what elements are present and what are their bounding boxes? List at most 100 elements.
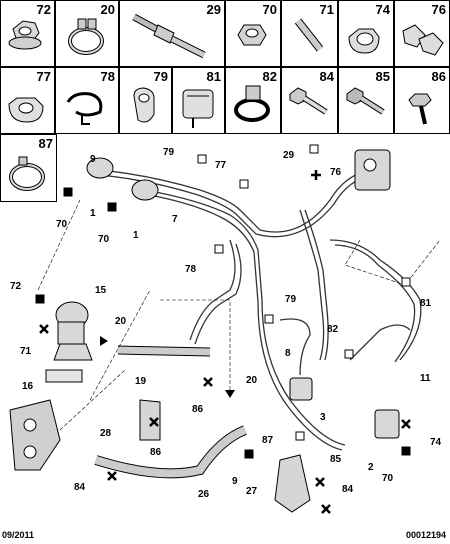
markers xyxy=(35,144,411,459)
callout-1b: 1 xyxy=(133,230,139,241)
footer-code: 00012194 xyxy=(405,530,446,540)
part-number: 72 xyxy=(36,2,51,17)
part-number: 85 xyxy=(375,69,390,84)
callout-79b: 79 xyxy=(285,294,297,305)
part-cell-77[interactable]: 77 xyxy=(0,67,55,134)
part-cell-29[interactable]: 29 xyxy=(119,0,225,67)
stud-bolt-icon xyxy=(132,13,206,59)
bolt-icon xyxy=(289,87,328,115)
part-number: 76 xyxy=(431,2,446,17)
callout-15: 15 xyxy=(95,285,107,296)
callout-8: 8 xyxy=(285,348,291,359)
callout-2: 2 xyxy=(368,462,374,473)
part-cell-85[interactable]: 85 xyxy=(338,67,394,134)
leader-lines xyxy=(37,199,441,431)
callout-labels: 29 76 79 77 9 70 1 70 1 7 78 72 15 71 20… xyxy=(10,147,442,500)
part-number: 77 xyxy=(36,69,51,84)
parts-grid: 72 20 29 70 71 xyxy=(0,0,450,202)
callout-86a: 86 xyxy=(192,404,204,415)
part-cell-81[interactable]: 81 xyxy=(172,67,225,134)
part-number: 70 xyxy=(262,2,277,17)
hose-clip-icon xyxy=(66,92,103,125)
part-cell-72[interactable]: 72 xyxy=(0,0,55,67)
part-cell-87[interactable]: 87 xyxy=(0,134,57,202)
part-number: 81 xyxy=(206,69,221,84)
part-cell-70[interactable]: 70 xyxy=(225,0,281,67)
exploded-diagram: 29 76 79 77 9 70 1 70 1 7 78 72 15 71 20… xyxy=(9,144,442,514)
callout-29: 29 xyxy=(283,150,295,161)
callout-74: 74 xyxy=(430,437,442,448)
solenoid-part-2 xyxy=(374,409,400,439)
band-clamp-icon xyxy=(234,85,270,122)
callout-16: 16 xyxy=(22,381,34,392)
callout-28: 28 xyxy=(100,428,112,439)
flange-bolt-icon xyxy=(346,87,385,115)
part-cell-86[interactable]: 86 xyxy=(394,67,450,134)
callout-20b: 20 xyxy=(246,375,258,386)
callout-86b: 86 xyxy=(150,447,162,458)
lower-pipe-part xyxy=(94,425,248,479)
cross-markers xyxy=(39,170,411,514)
nut-icon xyxy=(237,24,267,46)
part-cell-71[interactable]: 71 xyxy=(281,0,338,67)
part-cell-74[interactable]: 74 xyxy=(338,0,394,67)
part-number: 84 xyxy=(319,69,334,84)
pipe-clip-icon xyxy=(348,28,380,54)
callout-7: 7 xyxy=(172,214,178,225)
part-number: 86 xyxy=(431,69,446,84)
callout-9b: 9 xyxy=(232,476,238,487)
egr-valve-part xyxy=(45,301,93,383)
callout-78: 78 xyxy=(185,264,197,275)
threaded-stud-icon xyxy=(294,18,324,52)
callout-76: 76 xyxy=(330,167,342,178)
part-cell-20[interactable]: 20 xyxy=(55,0,119,67)
callout-70c: 70 xyxy=(382,473,394,484)
pipe-lines xyxy=(99,169,422,451)
part-number: 82 xyxy=(262,69,277,84)
callout-1a: 1 xyxy=(90,208,96,219)
part-cell-82[interactable]: 82 xyxy=(225,67,281,134)
footer: 09/2011 00012194 xyxy=(0,530,450,544)
part-cell-76[interactable]: 76 xyxy=(394,0,450,67)
callout-71: 71 xyxy=(20,346,32,357)
vacuum-valve-part-1 xyxy=(86,157,159,201)
callout-26: 26 xyxy=(198,489,210,500)
part-number: 20 xyxy=(100,2,115,17)
callout-70a: 70 xyxy=(56,219,68,230)
hose-clamp-icon xyxy=(68,18,104,55)
part-number: 79 xyxy=(153,69,168,84)
callout-19: 19 xyxy=(135,376,147,387)
callout-84a: 84 xyxy=(74,482,86,493)
solenoid-part-3 xyxy=(289,377,313,401)
part-cell-84[interactable]: 84 xyxy=(281,67,338,134)
part-number: 29 xyxy=(206,2,221,17)
callout-87: 87 xyxy=(262,435,274,446)
footer-date: 09/2011 xyxy=(2,530,35,540)
part-number: 74 xyxy=(375,2,390,17)
callout-85: 85 xyxy=(330,454,342,465)
callout-79: 79 xyxy=(163,147,175,158)
egr-pipe-part xyxy=(117,345,211,357)
callout-77: 77 xyxy=(215,160,227,171)
callout-27: 27 xyxy=(246,486,258,497)
part-number: 71 xyxy=(319,2,334,17)
bracket-part-27 xyxy=(274,454,311,513)
double-clip-icon xyxy=(402,24,444,56)
callout-11: 11 xyxy=(420,373,431,384)
part-cell-78[interactable]: 78 xyxy=(55,67,119,134)
part-number: 87 xyxy=(38,136,53,151)
callout-81: 81 xyxy=(420,298,432,309)
callout-84b: 84 xyxy=(342,484,354,495)
screw-washer-icon xyxy=(408,93,432,125)
exhaust-manifold-part xyxy=(9,399,61,471)
callout-82: 82 xyxy=(327,324,339,335)
mounting-clip-icon xyxy=(133,87,155,123)
arrow-markers xyxy=(100,336,235,398)
tube-clip-icon xyxy=(8,97,44,123)
part-cell-79[interactable]: 79 xyxy=(119,67,172,134)
callout-72: 72 xyxy=(10,281,22,292)
callout-70b: 70 xyxy=(98,234,110,245)
actuator-part-76 xyxy=(354,149,391,191)
spring-clamp-icon xyxy=(9,156,45,191)
callout-20a: 20 xyxy=(115,316,127,327)
